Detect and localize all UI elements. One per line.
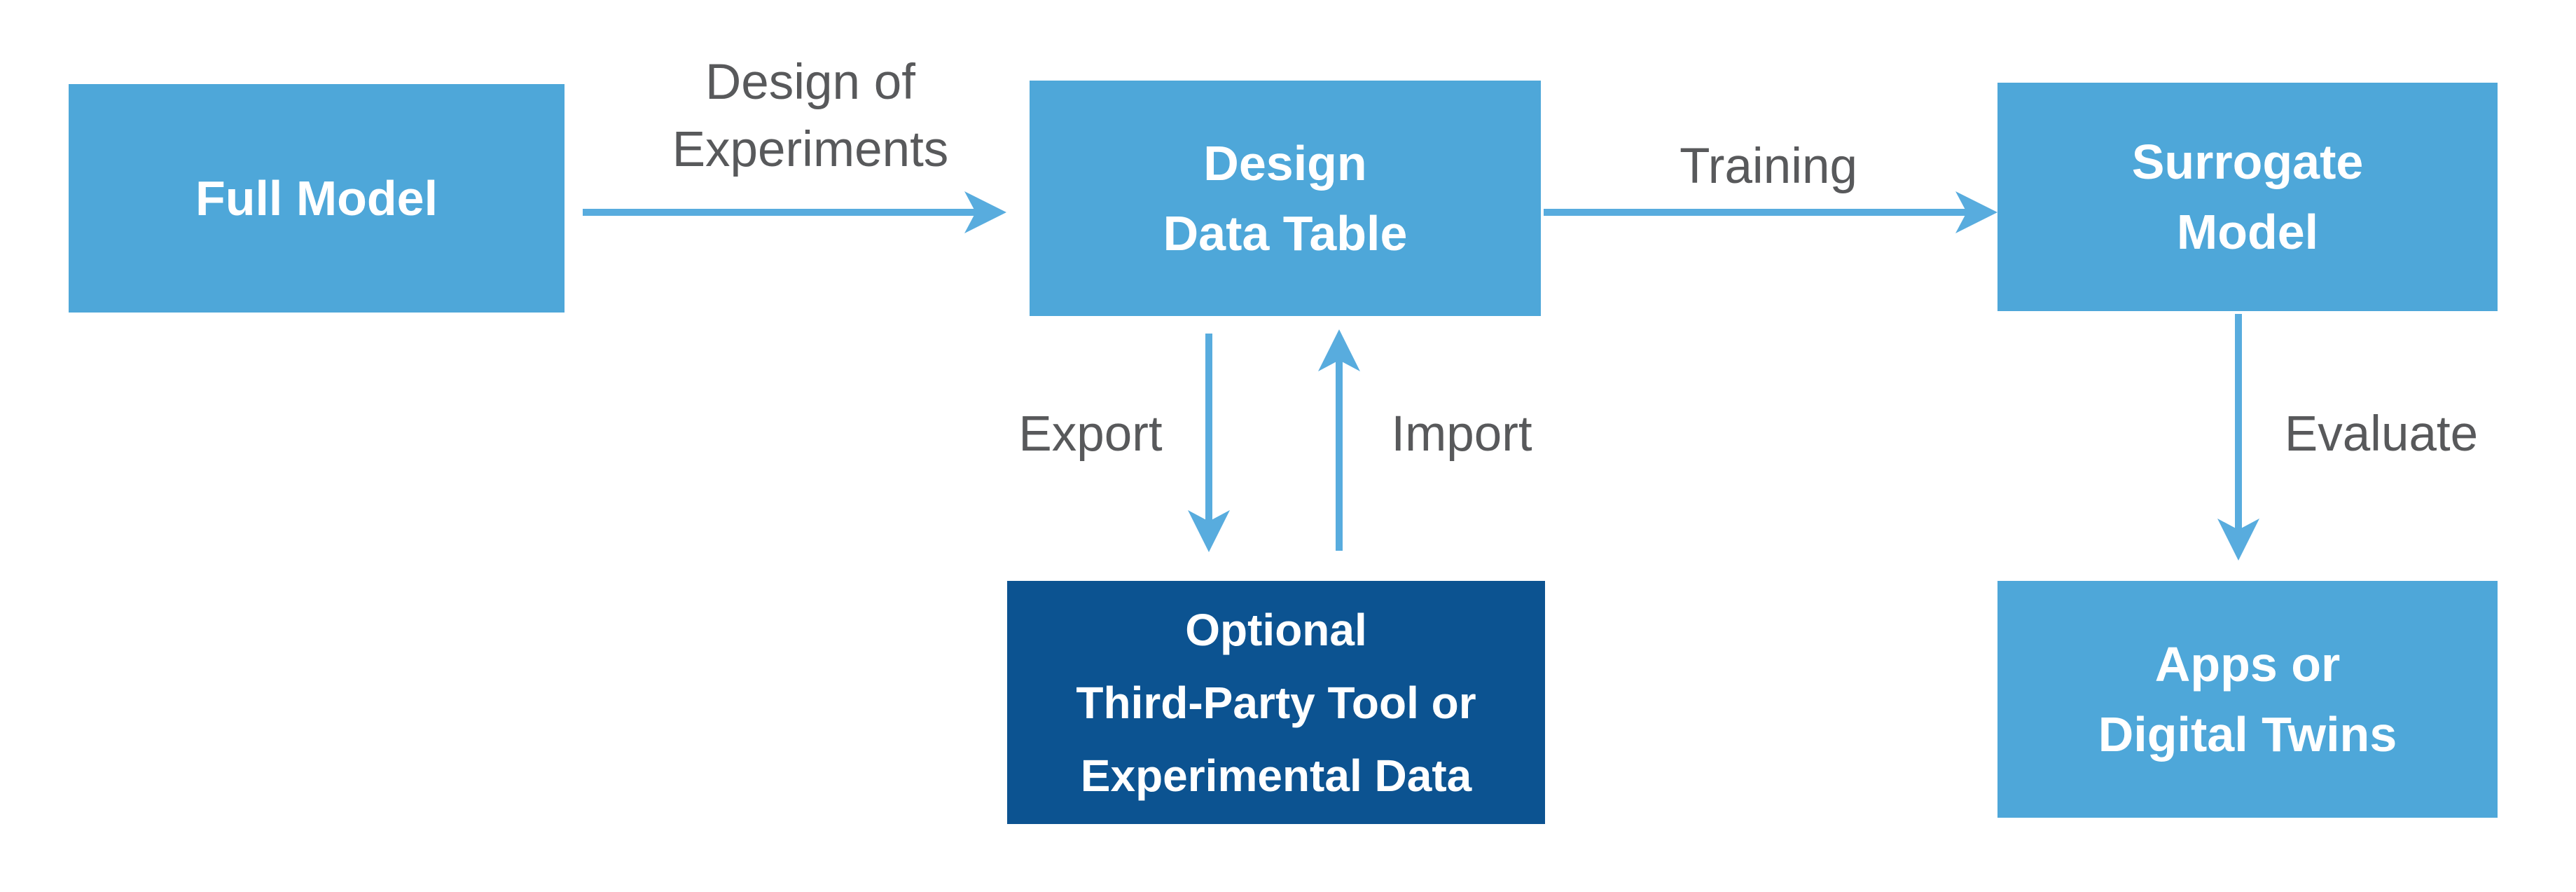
edge-label-import: Import xyxy=(1391,401,1532,468)
node-label: Surrogate xyxy=(2131,135,2364,189)
node-label: Apps or xyxy=(2154,637,2341,692)
node-design-data-table: Design Data Table xyxy=(1030,81,1541,316)
node-optional-third-party: Optional Third-Party Tool or Experimenta… xyxy=(1007,581,1545,824)
node-label: Data Table xyxy=(1163,206,1408,261)
node-full-model: Full Model xyxy=(69,84,565,313)
node-apps-digital-twins: Apps or Digital Twins xyxy=(1997,581,2498,818)
edge-label-design-of-experiments: Design of Experiments xyxy=(672,49,949,184)
edge-label-export: Export xyxy=(1018,401,1162,468)
node-label: Experimental Data xyxy=(1080,750,1472,801)
edge-label-training: Training xyxy=(1680,133,1857,200)
edge-label-line: Training xyxy=(1680,139,1857,194)
node-label: Model xyxy=(2176,205,2319,259)
edge-label-line: Evaluate xyxy=(2284,406,2479,462)
edge-label-line: Design of xyxy=(705,55,915,110)
edge-label-evaluate: Evaluate xyxy=(2285,401,2478,468)
edge-label-line: Export xyxy=(1018,406,1163,462)
node-label: Third-Party Tool or xyxy=(1076,677,1476,728)
node-label: Design xyxy=(1203,136,1367,191)
node-surrogate-model: Surrogate Model xyxy=(1997,83,2498,311)
edge-label-line: Import xyxy=(1391,406,1532,462)
node-label: Full Model xyxy=(195,171,438,226)
node-label: Optional xyxy=(1185,604,1367,655)
edge-label-line: Experiments xyxy=(672,122,949,177)
node-label: Digital Twins xyxy=(2098,707,2397,762)
